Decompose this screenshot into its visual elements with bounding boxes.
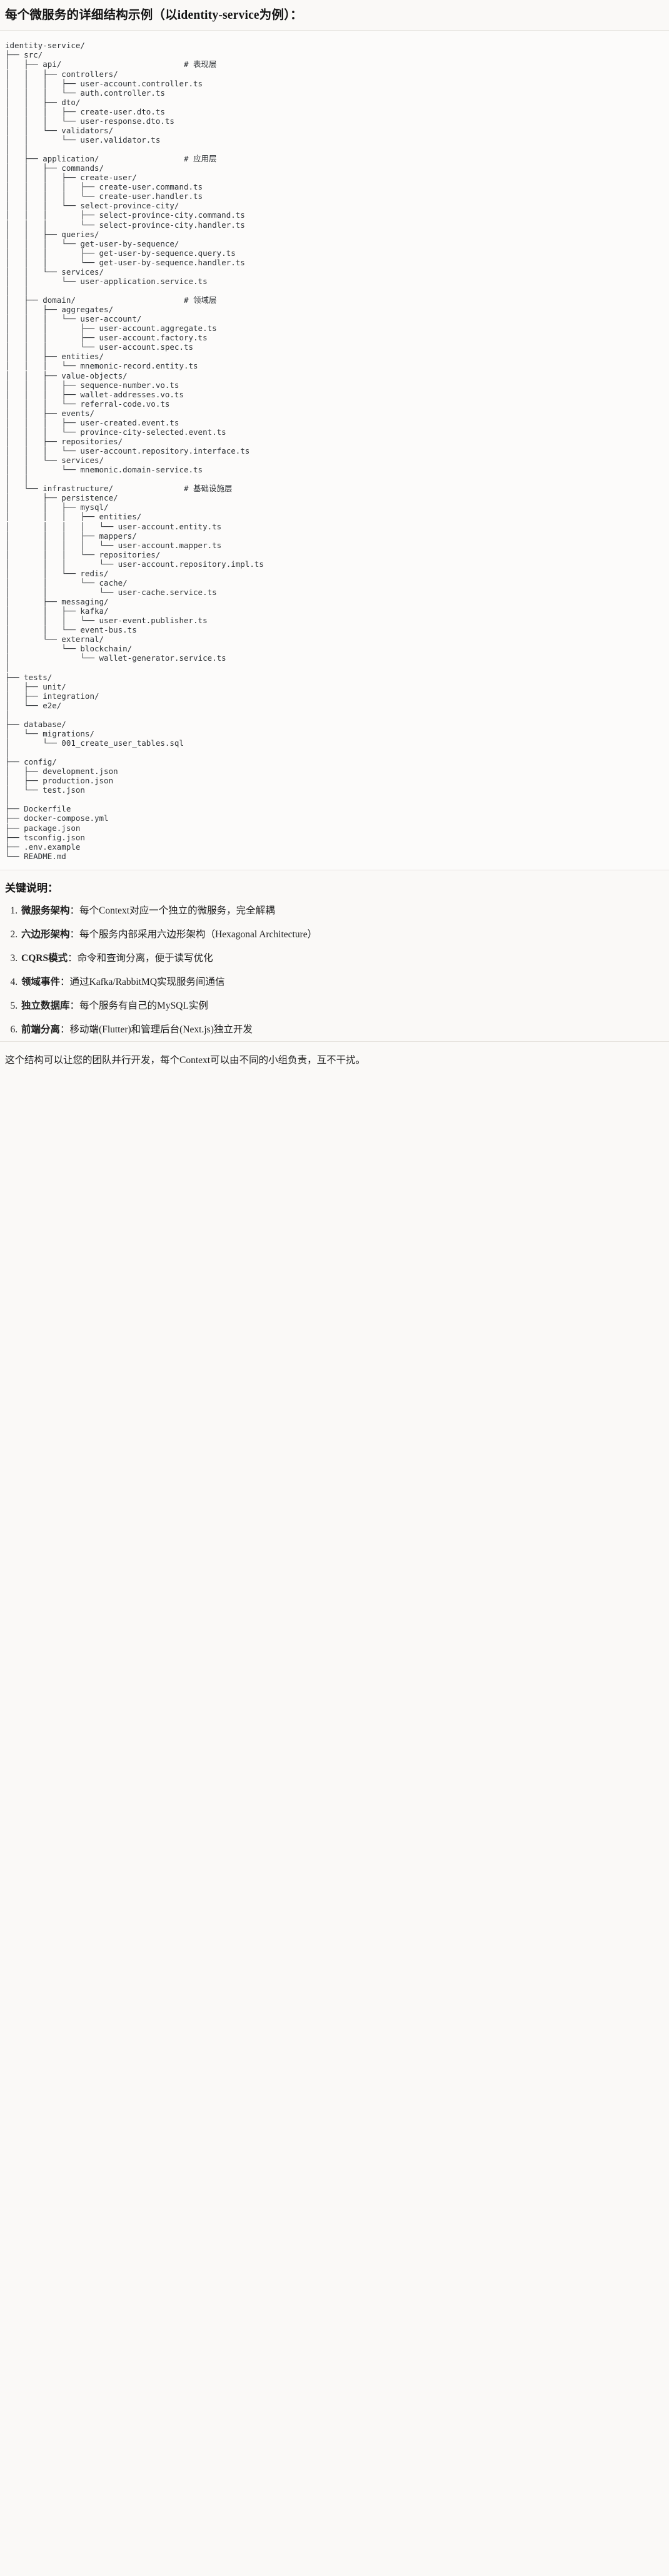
key-point-description: 每个服务内部采用六边形架构（Hexagonal Architecture） [79,929,318,940]
key-point-description: 移动端(Flutter)和管理后台(Next.js)独立开发 [69,1024,253,1035]
key-point-term: 六边形架构 [21,929,70,940]
closing-paragraph: 这个结构可以让您的团队并行开发，每个Context可以由不同的小组负责，互不干扰… [5,1054,366,1066]
key-point-term: 领域事件 [21,976,61,987]
key-point-separator: ： [69,1000,80,1011]
key-point-separator: ： [69,905,80,916]
list-item: 独立数据库：每个服务有自己的MySQL实例 [20,999,663,1014]
key-point-term: 前端分离 [21,1024,61,1035]
list-item: 微服务架构：每个Context对应一个独立的微服务，完全解耦 [20,904,663,919]
title-divider [0,30,669,31]
page-title: 每个微服务的详细结构示例（以identity-service为例）： [5,9,303,22]
keypoints-divider [0,1041,669,1042]
directory-tree-block: identity-service/ ├── src/ │ ├── api/ # … [0,31,669,870]
key-point-separator: ： [60,976,70,987]
list-item: CQRS模式：命令和查询分离，便于读写优化 [20,951,663,966]
key-points-heading: 关键说明： [5,882,58,894]
key-point-term: 微服务架构 [21,905,70,916]
key-points-section: 关键说明： 微服务架构：每个Context对应一个独立的微服务，完全解耦 六边形… [0,870,669,1041]
key-point-separator: ： [68,952,78,964]
list-item: 前端分离：移动端(Flutter)和管理后台(Next.js)独立开发 [20,1022,663,1037]
key-point-description: 命令和查询分离，便于读写优化 [77,952,213,964]
key-point-term: CQRS模式 [21,952,68,964]
key-point-separator: ： [69,929,80,940]
key-point-description: 每个服务有自己的MySQL实例 [79,1000,208,1011]
key-point-description: 通过Kafka/RabbitMQ实现服务间通信 [69,976,225,987]
list-item: 六边形架构：每个服务内部采用六边形架构（Hexagonal Architectu… [20,927,663,942]
key-point-description: 每个Context对应一个独立的微服务，完全解耦 [79,905,275,916]
directory-tree-text: identity-service/ ├── src/ │ ├── api/ # … [5,41,264,861]
key-point-separator: ： [60,1024,70,1035]
key-points-list: 微服务架构：每个Context对应一个独立的微服务，完全解耦 六边形架构：每个服… [5,904,663,1037]
key-point-term: 独立数据库 [21,1000,70,1011]
list-item: 领域事件：通过Kafka/RabbitMQ实现服务间通信 [20,975,663,990]
